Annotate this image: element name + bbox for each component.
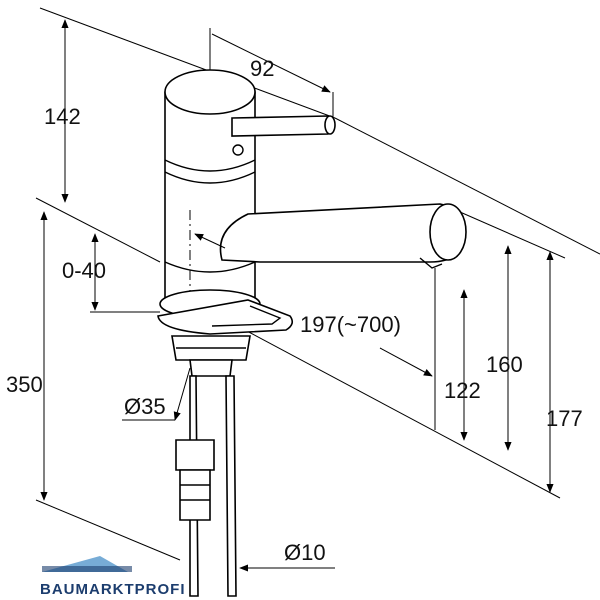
faucet-cap (164, 69, 256, 115)
label-d35: Ø35 (124, 394, 166, 419)
label-177: 177 (546, 406, 583, 431)
dim-197-arrow-start (194, 233, 226, 249)
body-lower-band (164, 261, 256, 273)
hose-coupling (175, 439, 215, 471)
label-122: 122 (444, 378, 481, 403)
body-band-2 (164, 171, 256, 184)
label-0-40: 0-40 (62, 258, 106, 283)
label-92: 92 (250, 56, 274, 81)
connector (189, 359, 233, 377)
label-350: 350 (6, 372, 43, 397)
label-142: 142 (44, 104, 81, 129)
label-160: 160 (486, 352, 523, 377)
label-197: 197(~700) (300, 312, 401, 337)
baumarktprofi-logo: BAUMARKTPROFI (40, 556, 186, 598)
hose-fitting (179, 469, 211, 521)
logo-text: BAUMARKTPROFI (40, 581, 186, 598)
lever-handle (231, 115, 333, 137)
fitting-bands (180, 484, 210, 501)
spout-top-plane (459, 211, 566, 259)
bottom-plane-line (35, 499, 181, 561)
aerator (419, 257, 443, 269)
mounting-plate (157, 299, 294, 335)
plate-inner (211, 305, 282, 327)
dim-35-arrow (173, 367, 191, 421)
label-d10: Ø10 (284, 540, 326, 565)
lever-end (324, 115, 336, 135)
top-plane-line (39, 7, 336, 119)
deck-plane-line-left (35, 197, 161, 263)
dim-92-arrow (211, 33, 331, 93)
dimension-arrows (40, 19, 554, 572)
logo-bar (42, 566, 132, 572)
dim-197-arrow-end (379, 347, 433, 377)
lever-screw (232, 144, 244, 156)
dimension-labels: 142 92 0-40 350 197(~700) 122 160 177 Ø3… (6, 56, 583, 565)
reference-lines (35, 7, 600, 561)
top-plane-line-ext (334, 117, 600, 255)
body-band-1 (164, 159, 256, 172)
spout (219, 203, 467, 263)
hose-right (225, 375, 237, 597)
deck-plane-line-right (244, 329, 561, 499)
spout-head (429, 203, 467, 261)
faucet (157, 69, 467, 597)
